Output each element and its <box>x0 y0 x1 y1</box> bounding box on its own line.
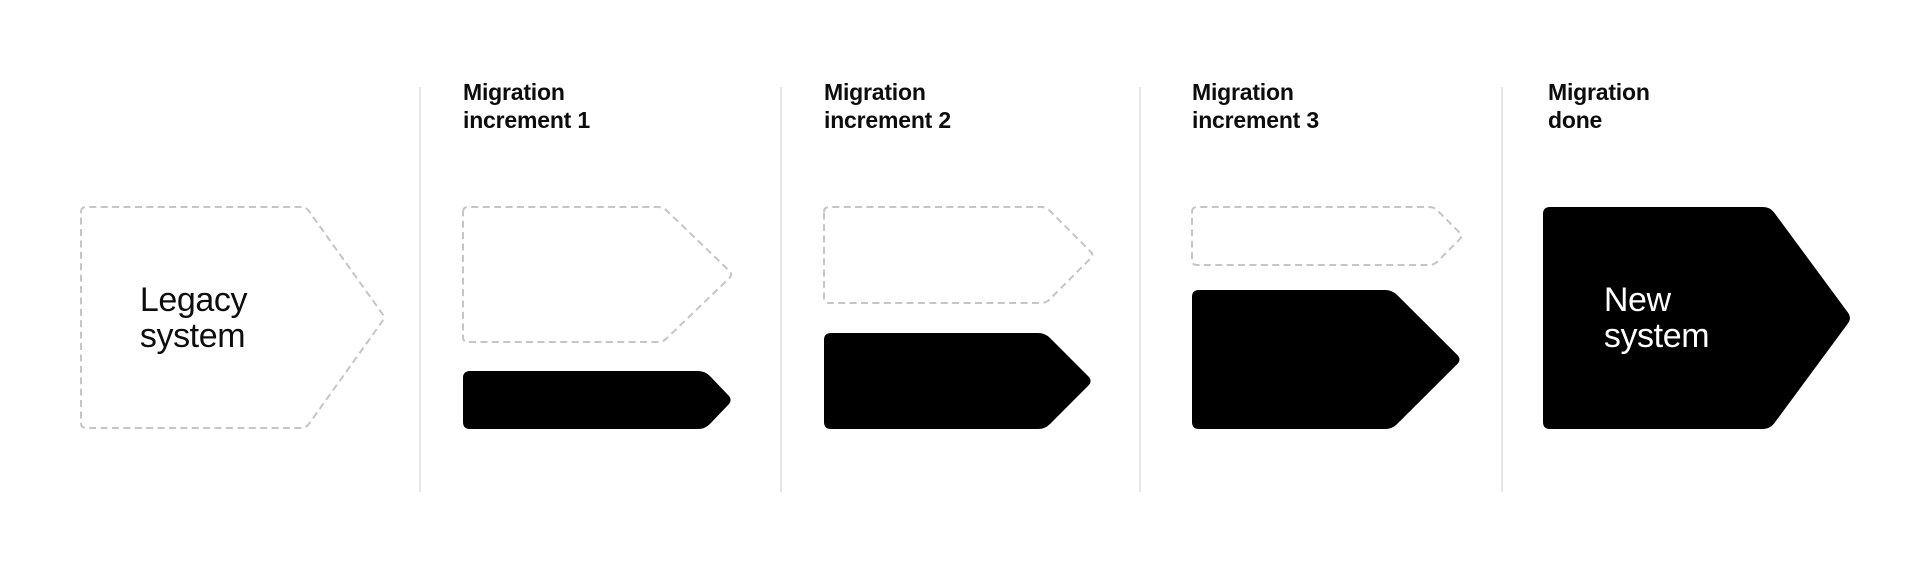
panel-migration-increment-1: Migration increment 1 <box>462 0 743 571</box>
panel-legacy-system: Legacy system <box>80 0 391 571</box>
panel-divider <box>1501 87 1503 492</box>
panel-migration-increment-3: Migration increment 3 <box>1191 0 1472 571</box>
panel-header: Migration increment 2 <box>824 79 951 133</box>
panel-migration-done: Migration done New system <box>1543 0 1858 571</box>
panel-header: Migration done <box>1548 79 1650 133</box>
panel-migration-increment-2: Migration increment 2 <box>823 0 1104 571</box>
legacy-system-label: Legacy system <box>139 280 248 355</box>
panel-header: Migration increment 1 <box>463 79 590 133</box>
panel-header: Migration increment 3 <box>1192 79 1319 133</box>
legacy-remaining-shape <box>462 206 733 343</box>
legacy-remaining-shape <box>823 206 1094 304</box>
migrated-shape <box>1192 290 1460 429</box>
legacy-remaining-shape <box>1191 206 1463 266</box>
new-system-label: New system <box>1603 281 1710 355</box>
panel-divider <box>419 87 421 492</box>
legacy-system-shape: Legacy system <box>80 206 385 429</box>
migrated-shape <box>463 371 731 429</box>
panel-divider <box>1139 87 1141 492</box>
panel-divider <box>780 87 782 492</box>
new-system-shape: New system <box>1543 207 1850 429</box>
migrated-shape <box>824 333 1091 429</box>
